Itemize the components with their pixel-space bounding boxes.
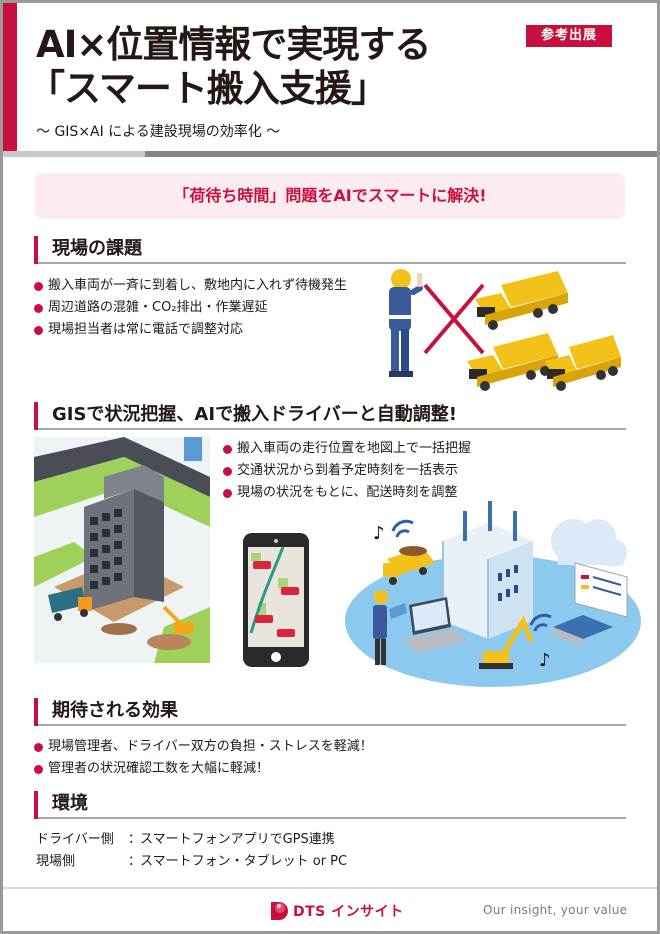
construction-site-illustration <box>34 437 210 663</box>
list-item: 搬入車両の走行位置を地図上で一括把握 <box>223 438 471 460</box>
environment-row: ドライバー側 ： スマートフォンアプリでGPS連携 <box>36 829 347 851</box>
laptop-icon <box>403 597 467 653</box>
list-item: 交通状況から到着予定時刻を一括表示 <box>223 460 471 482</box>
headline-banner: 「荷待ち時間」問題をAIでスマートに解決! <box>35 173 625 219</box>
section-heading-solution: GISで状況把握、AIで搬入ドライバーと自動調整! <box>34 400 626 430</box>
footer-divider <box>3 887 657 889</box>
company-logo: DTS インサイト <box>269 900 404 922</box>
effects-list: 現場管理者、ドライバー双方の負担・ストレスを軽減！ 管理者の状況確認工数を大幅に… <box>34 736 373 780</box>
heading-text: GISで状況把握、AIで搬入ドライバーと自動調整! <box>52 404 457 425</box>
list-item: 周辺道路の混雑・CO₂排出・作業遅延 <box>34 297 347 319</box>
truck-icon <box>545 335 621 391</box>
smartphone-map-illustration <box>243 533 309 667</box>
worker-icon <box>389 269 424 377</box>
environment-value: スマートフォン・タブレット or PC <box>140 854 348 869</box>
heading-text: 期待される効果 <box>52 700 178 721</box>
materials-icon <box>553 615 613 647</box>
environment-sep: ： <box>128 854 142 869</box>
tagline: Our insight, your value <box>483 903 628 917</box>
issues-list: 搬入車両が一斉に到着し、敷地内に入れず待機発生 周辺道路の混雑・CO₂排出・作業… <box>34 275 347 341</box>
environment-key: ドライバー側 <box>36 832 114 847</box>
environment-value: スマートフォンアプリでGPS連携 <box>140 832 335 847</box>
worker-trucks-illustration <box>389 269 621 391</box>
header-divider-light <box>3 151 145 157</box>
building-icon <box>84 465 164 612</box>
building-scaffold-icon <box>442 501 533 639</box>
page-subtitle: ～ GIS×AI による建設現場の効率化 ～ <box>36 124 281 140</box>
flyer-page: AI×位置情報で実現する 「スマート搬入支援」 参考出展 ～ GIS×AI によ… <box>3 3 657 931</box>
list-item: 現場の状況をもとに、配送時刻を調整 <box>223 482 471 504</box>
header-accent-bar <box>3 3 17 151</box>
dts-logo-mark-icon <box>271 902 288 920</box>
music-note-icon: ♪ ♪ <box>373 523 551 671</box>
worker-tablet-icon <box>373 590 407 665</box>
cloud-icon <box>551 519 627 567</box>
heading-accent-bar <box>34 791 38 819</box>
section-heading-effects: 期待される効果 <box>34 696 626 726</box>
title-line-2: 「スマート搬入支援」 <box>28 67 388 110</box>
svg-text:♪: ♪ <box>539 650 551 671</box>
list-item: 現場担当者は常に電話で調整対応 <box>34 319 347 341</box>
list-item: 現場管理者、ドライバー双方の負担・ストレスを軽減！ <box>34 736 373 758</box>
heading-accent-bar <box>34 402 38 430</box>
heading-accent-bar <box>34 698 38 726</box>
section-heading-issues: 現場の課題 <box>34 234 626 264</box>
environment-row: 現場側 ： スマートフォン・タブレット or PC <box>36 851 347 873</box>
title-line-1: AI×位置情報で実現する <box>36 23 431 66</box>
exhibit-badge: 参考出展 <box>526 25 612 47</box>
cross-icon <box>423 283 485 355</box>
list-item: 管理者の状況確認工数を大幅に軽減！ <box>34 758 373 780</box>
truck-icon <box>48 587 92 621</box>
heading-text: 環境 <box>52 793 88 814</box>
logo-text: DTS インサイト <box>293 904 404 920</box>
truck-icon <box>475 271 568 330</box>
environment-key: 現場側 <box>36 854 76 869</box>
page-title: AI×位置情報で実現する 「スマート搬入支援」 <box>28 23 536 111</box>
environment-table: ドライバー側 ： スマートフォンアプリでGPS連携 現場側 ： スマートフォン・… <box>36 829 347 873</box>
section-heading-environment: 環境 <box>34 789 626 819</box>
excavator-icon <box>162 605 194 634</box>
heading-text: 現場の課題 <box>52 238 142 259</box>
header-divider-dark <box>145 151 657 157</box>
list-item: 搬入車両が一斉に到着し、敷地内に入れず待機発生 <box>34 275 347 297</box>
connected-site-illustration: ♪ ♪ <box>345 501 641 687</box>
environment-sep: ： <box>128 832 142 847</box>
dashboard-panel-icon <box>574 562 628 618</box>
heading-accent-bar <box>34 236 38 264</box>
excavator-icon <box>479 615 534 669</box>
svg-text:♪: ♪ <box>373 523 385 544</box>
dump-truck-icon <box>383 546 435 585</box>
truck-marker-icon <box>253 561 299 637</box>
solution-list: 搬入車両の走行位置を地図上で一括把握 交通状況から到着予定時刻を一括表示 現場の… <box>223 438 471 504</box>
wifi-icon <box>391 519 552 632</box>
truck-icon <box>467 333 558 391</box>
